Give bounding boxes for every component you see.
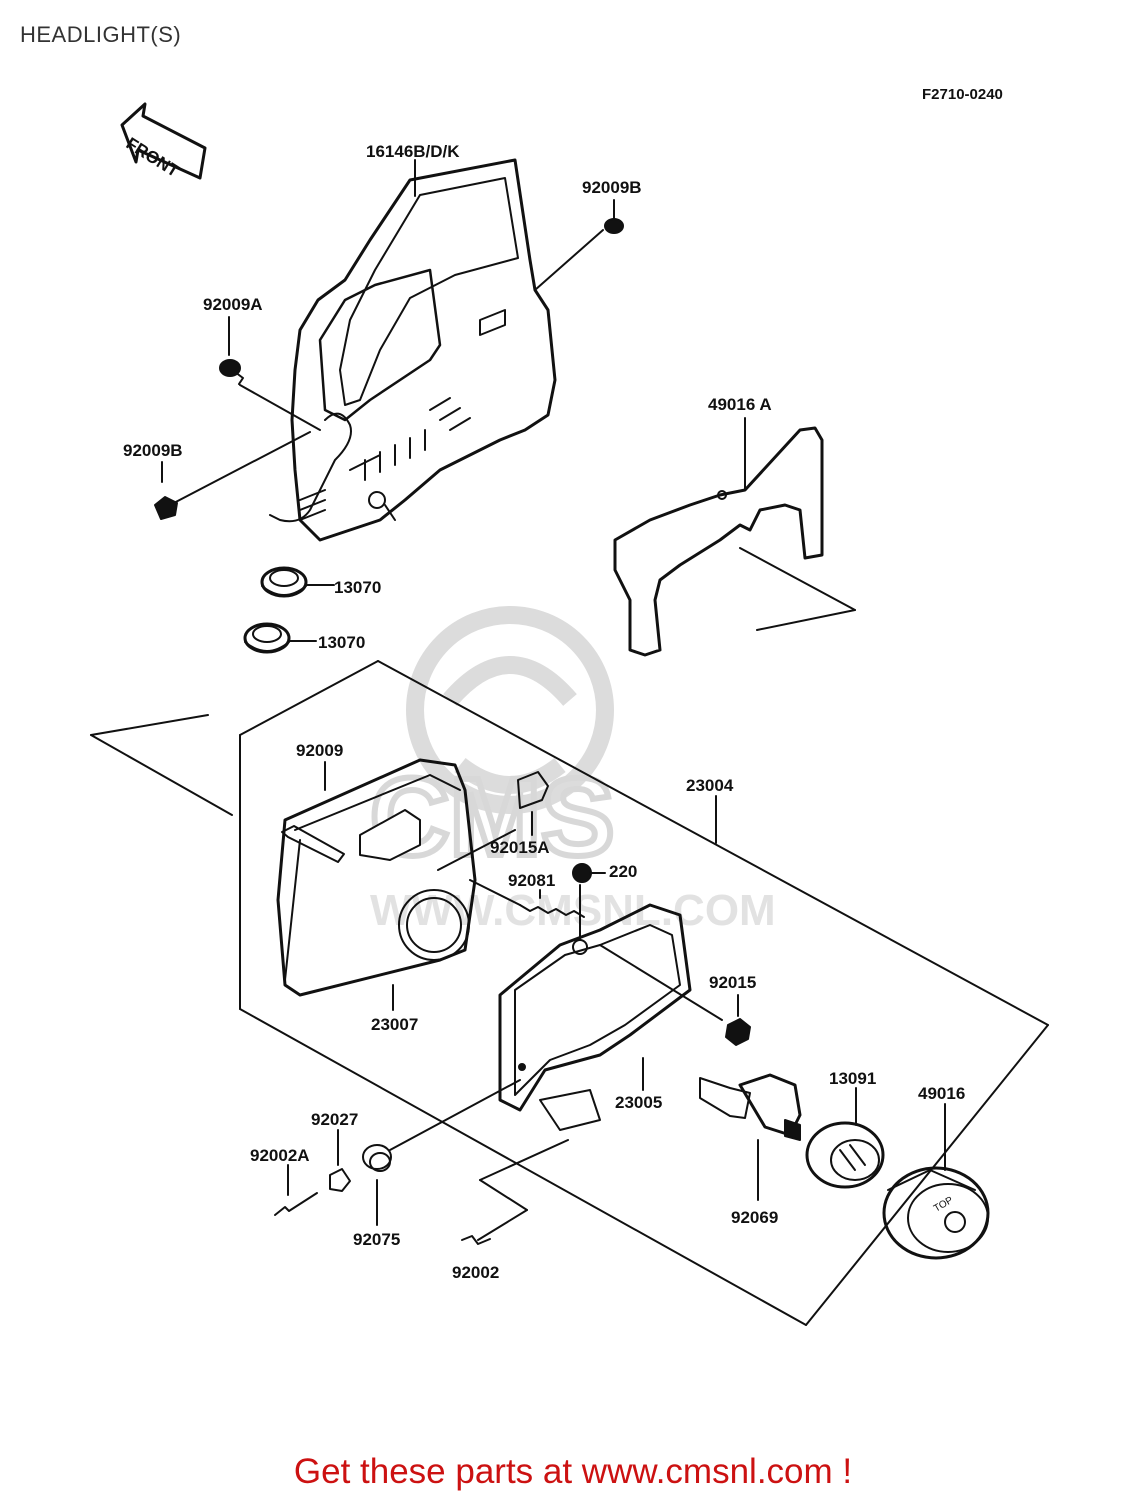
part-label-92002: 92002 — [452, 1263, 499, 1282]
headlight-bracket-49016a — [613, 417, 824, 657]
footer-banner: Get these parts at www.cmsnl.com ! — [0, 1452, 1146, 1492]
part-label-13091: 13091 — [829, 1069, 876, 1088]
clip-92015a — [517, 771, 549, 836]
part-label-49016a: 49016 A — [708, 395, 772, 414]
part-label-92009: 92009 — [296, 741, 343, 760]
nut-92015 — [599, 944, 751, 1046]
part-label-92027: 92027 — [311, 1110, 358, 1129]
part-label-92002a: 92002A — [250, 1146, 310, 1165]
headlight-unit-23007 — [276, 758, 477, 1011]
part-label-92015: 92015 — [709, 973, 756, 992]
spring-92081 — [469, 879, 585, 918]
part-label-16146: 16146B/D/K — [366, 142, 460, 161]
part-label-23007: 23007 — [371, 1015, 418, 1034]
part-label-13070-a: 13070 — [334, 578, 381, 597]
part-label-23004: 23004 — [686, 776, 734, 795]
part-label-220: 220 — [609, 862, 637, 881]
part-label-92015a: 92015A — [490, 838, 550, 857]
adjusting-screw-92009 — [281, 761, 345, 863]
part-label-92075: 92075 — [353, 1230, 400, 1249]
screw-220 — [572, 863, 606, 883]
part-label-49016: 49016 — [918, 1084, 965, 1103]
page-title: HEADLIGHT(S) — [20, 22, 182, 47]
screw-92002 — [461, 1139, 569, 1245]
grommet-13070-b — [243, 622, 291, 654]
grommet-92075 — [362, 1079, 521, 1226]
grommet-13070-a — [260, 566, 308, 598]
part-label-92081: 92081 — [508, 871, 555, 890]
figure-code: F2710-0240 — [922, 86, 1003, 103]
front-arrow-label: FRONT — [123, 134, 183, 181]
headlight-rim-23005 — [498, 884, 692, 1131]
dust-cover-49016: TOP — [882, 1103, 990, 1260]
bulb-92069 — [699, 1073, 802, 1201]
bolt-92009b-left — [154, 496, 178, 520]
headlight-cover — [269, 158, 557, 542]
front-arrow-icon — [120, 102, 207, 180]
part-label-92009a: 92009A — [203, 295, 263, 314]
part-label-13070-b: 13070 — [318, 633, 365, 652]
assembly-23004-frame — [90, 660, 1049, 1326]
grommet-92009a — [219, 359, 244, 385]
part-label-92009b-left: 92009B — [123, 441, 183, 460]
part-label-23005: 23005 — [615, 1093, 662, 1112]
part-label-92009b-top: 92009B — [582, 178, 642, 197]
socket-13091 — [805, 1087, 885, 1189]
bolt-92002a — [274, 1164, 318, 1216]
footer-link[interactable]: Get these parts at www.cmsnl.com ! — [293, 1452, 853, 1491]
grommet-92009b-top — [604, 218, 624, 234]
collar-92027 — [329, 1129, 351, 1192]
part-label-92069: 92069 — [731, 1208, 778, 1227]
